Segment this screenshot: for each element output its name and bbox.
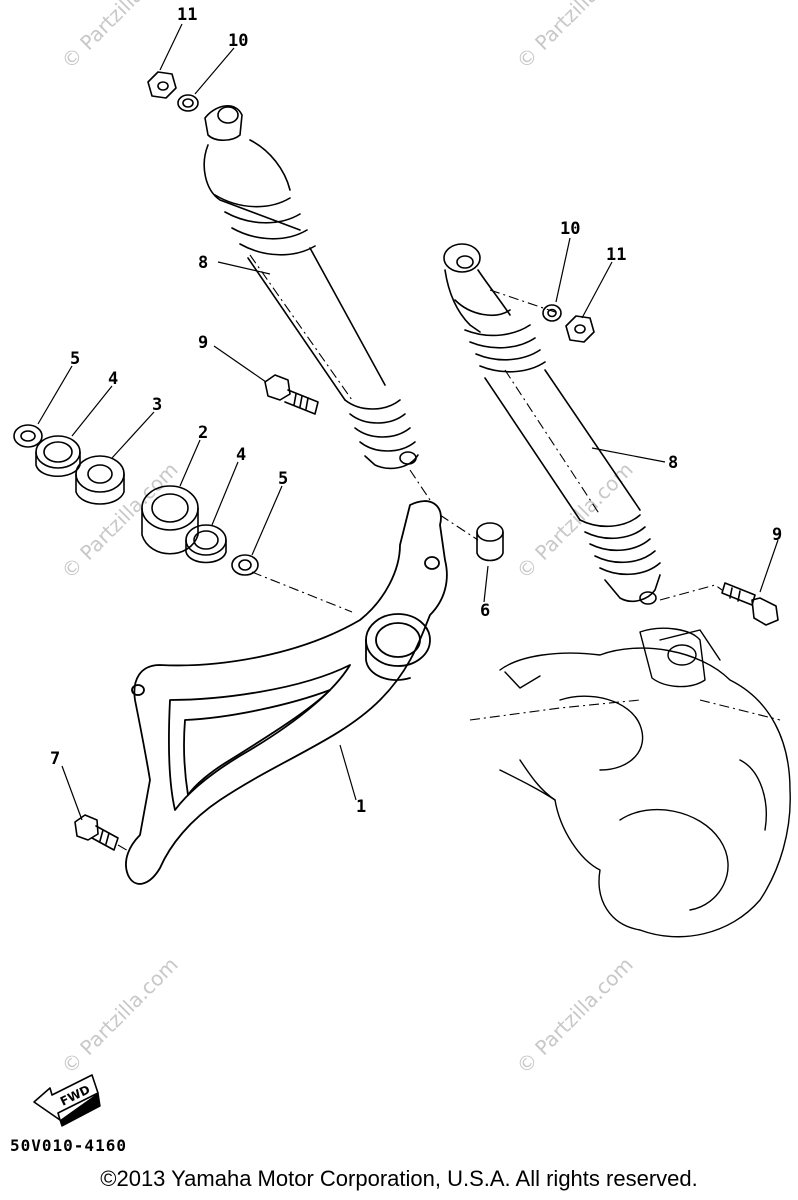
washer-right [542,304,562,322]
oil-seal-4-right [185,524,227,564]
callout-10-left: 10 [228,31,248,51]
bolt-left [264,374,319,415]
rear-shock-left [203,105,419,470]
callout-11-right: 11 [606,245,626,265]
bearing-3 [75,455,125,505]
callout-5-left: 5 [70,349,80,369]
fwd-arrow: FWD [33,1074,101,1127]
leader-lines [37,23,779,821]
callout-9-left: 9 [198,333,208,353]
callout-6: 6 [480,601,490,621]
assembly-lines [117,254,723,853]
callout-8-left: 8 [198,253,208,273]
bushing-2 [141,485,199,555]
oil-seal-4-left [35,435,81,477]
callout-7: 7 [50,749,60,769]
washer-left [177,94,199,112]
washer-5-right [231,554,259,576]
nut-left [147,71,177,99]
bolt-right [721,582,779,626]
callout-3: 3 [152,395,162,415]
nut-right [565,315,595,343]
bolt-7 [74,814,119,851]
callout-10-right: 10 [560,219,580,239]
callout-11-left: 11 [177,5,197,25]
watermark-2: © Partzilla.com [512,0,638,74]
washer-5-left [13,424,43,448]
callout-labels: 11 10 8 9 5 4 3 2 4 5 6 7 1 10 11 8 9 [50,5,782,817]
rear-shock-right [443,243,661,605]
drawing-code: 50V010-4160 [10,1136,127,1155]
watermark-5: © Partzilla.com [57,952,183,1078]
callout-5-right: 5 [278,469,288,489]
callout-9-right: 9 [772,525,782,545]
engine-case [499,627,791,938]
copyright-notice: ©2013 Yamaha Motor Corporation, U.S.A. A… [100,1166,698,1191]
callout-8-right: 8 [668,453,678,473]
callout-2: 2 [198,423,208,443]
swing-arm [125,500,448,885]
callout-4-right: 4 [236,445,246,465]
watermark-6: © Partzilla.com [512,952,638,1078]
callout-1: 1 [356,797,366,817]
callout-4-left: 4 [108,369,118,389]
collar-6 [476,522,504,562]
